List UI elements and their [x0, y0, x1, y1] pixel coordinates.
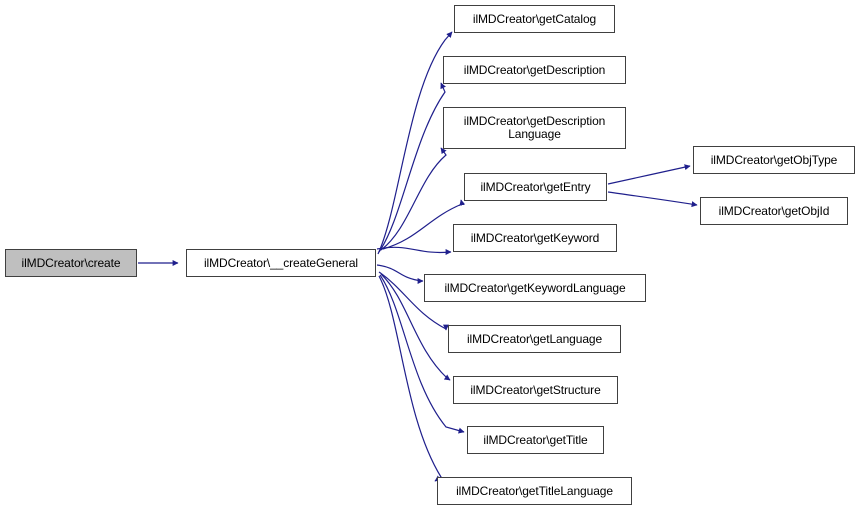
- edge-createGeneral-to-getKeyword: [376, 246, 452, 255]
- edge-createGeneral-to-getTitle: [379, 274, 465, 434]
- node-getEntry[interactable]: ilMDCreator\getEntry: [464, 173, 607, 201]
- node-getStructure[interactable]: ilMDCreator\getStructure: [453, 376, 618, 404]
- node-getCatalog[interactable]: ilMDCreator\getCatalog: [454, 5, 615, 33]
- node-getDescriptionLanguage[interactable]: ilMDCreator\getDescription Language: [443, 107, 626, 149]
- edge-createGeneral-to-getDescription: [378, 82, 446, 253]
- edge-createGeneral-to-getLanguage: [378, 271, 449, 331]
- node-getObjType[interactable]: ilMDCreator\getObjType: [693, 146, 855, 174]
- node-getTitle[interactable]: ilMDCreator\getTitle: [467, 426, 604, 454]
- node-getTitleLanguage[interactable]: ilMDCreator\getTitleLanguage: [437, 477, 632, 505]
- node-label-getEntry: ilMDCreator\getEntry: [480, 179, 591, 194]
- edge-createGeneral-to-getTitleLanguage: [378, 275, 442, 482]
- node-getKeywordLanguage[interactable]: ilMDCreator\getKeywordLanguage: [424, 274, 646, 302]
- node-create[interactable]: ilMDCreator\create: [5, 249, 137, 277]
- edge-getEntry-to-getObjType: [607, 164, 691, 185]
- node-label-getTitle: ilMDCreator\getTitle: [483, 432, 588, 447]
- edge-createGeneral-to-getEntry: [382, 199, 466, 250]
- node-label-getStructure: ilMDCreator\getStructure: [470, 382, 601, 397]
- node-getLanguage[interactable]: ilMDCreator\getLanguage: [448, 325, 621, 353]
- edge-createGeneral-to-getStructure: [380, 273, 451, 381]
- node-label-create: ilMDCreator\create: [21, 255, 121, 270]
- edge-getEntry-to-getObjId: [607, 191, 698, 208]
- node-getKeyword[interactable]: ilMDCreator\getKeyword: [453, 224, 617, 252]
- node-label-getTitleLanguage: ilMDCreator\getTitleLanguage: [456, 483, 613, 498]
- node-label-getKeyword: ilMDCreator\getKeyword: [470, 230, 600, 245]
- node-label-getLanguage: ilMDCreator\getLanguage: [466, 331, 603, 346]
- edges-layer: [138, 31, 698, 482]
- node-label-getKeywordLanguage: ilMDCreator\getKeywordLanguage: [444, 280, 626, 295]
- edge-createGeneral-to-getCatalog: [377, 31, 453, 255]
- node-label-getDescription: ilMDCreator\getDescription: [463, 62, 606, 77]
- node-label-getObjType: ilMDCreator\getObjType: [710, 152, 838, 167]
- node-getObjId[interactable]: ilMDCreator\getObjId: [700, 197, 848, 225]
- node-label-getObjId: ilMDCreator\getObjId: [718, 203, 830, 218]
- node-label-getDescriptionLanguage: ilMDCreator\getDescription Language: [463, 114, 606, 141]
- edge-createGeneral-to-getKeywordLanguage: [376, 264, 424, 284]
- edge-createGeneral-to-getDescriptionLanguage: [380, 147, 447, 251]
- node-label-getCatalog: ilMDCreator\getCatalog: [472, 11, 597, 26]
- node-createGeneral[interactable]: ilMDCreator\__createGeneral: [186, 249, 376, 277]
- node-getDescription[interactable]: ilMDCreator\getDescription: [443, 56, 626, 84]
- node-label-createGeneral: ilMDCreator\__createGeneral: [203, 255, 359, 270]
